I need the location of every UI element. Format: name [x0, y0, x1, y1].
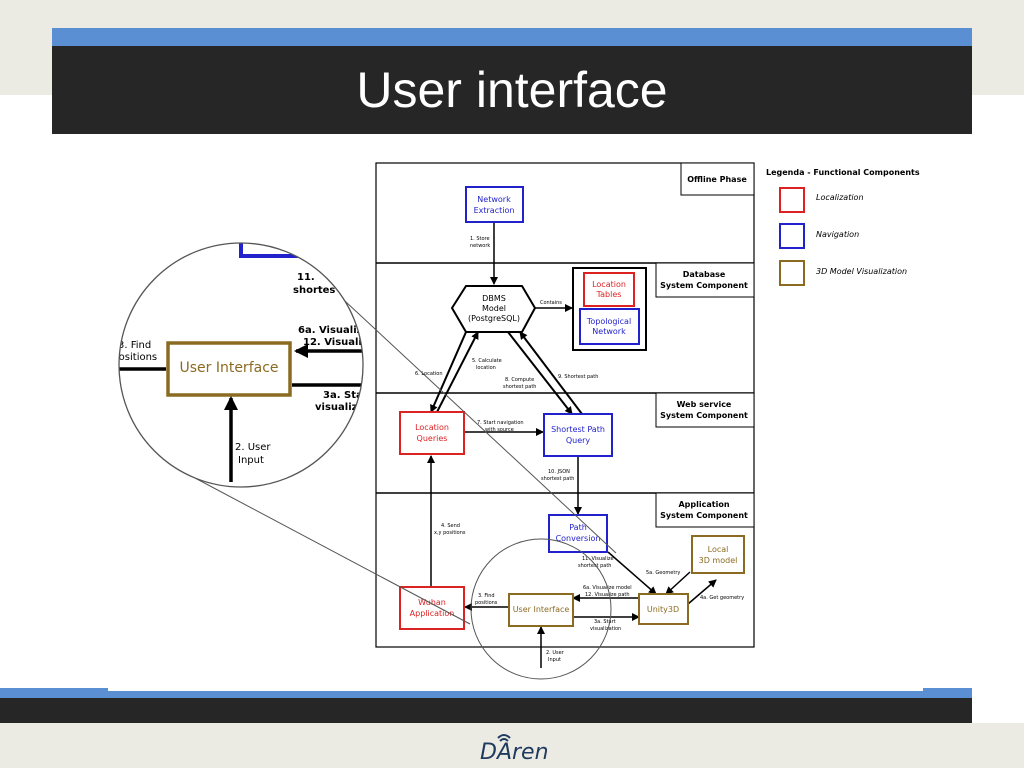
section-label-database-sub: System Component	[660, 281, 748, 290]
node-label: Unity3D	[647, 605, 679, 614]
footer-bar	[0, 698, 972, 723]
node-label: Location	[415, 423, 449, 432]
edge-label: 4. Send	[441, 523, 460, 529]
zoom-label: 12. Visualiz	[303, 337, 368, 348]
node-network-extraction	[465, 186, 524, 223]
edge-label: positions	[475, 600, 498, 606]
magnified-view: 11. shortes 6a. Visualiz 12. Visualiz 3.…	[113, 243, 368, 482]
edge-label: 5a. Geometry	[646, 570, 680, 576]
edge-label: 9. Shortest path	[558, 374, 598, 380]
edge-label: 2. User	[546, 650, 565, 656]
node-dbms-model	[450, 285, 537, 333]
legend-label-localization: Localization	[816, 193, 864, 202]
node-label: User Interface	[513, 605, 570, 614]
zoom-connector-line	[194, 477, 471, 625]
highlight-circle	[470, 538, 612, 680]
magnifier-circle	[118, 242, 364, 488]
edge-label: with source	[485, 427, 514, 433]
node-path-conversion	[548, 514, 608, 553]
node-label: Path	[569, 523, 587, 532]
legend-swatch-navigation	[779, 223, 805, 249]
node-label: Queries	[417, 434, 448, 443]
edge-label: shortest path	[578, 563, 611, 569]
edge-label: Input	[548, 657, 561, 663]
daren-logo: DAren	[480, 734, 549, 764]
edge-label: network	[470, 243, 490, 249]
edge-label: 8. Compute	[505, 377, 534, 383]
edge-label: 11. Visualize	[582, 556, 614, 562]
zoom-label: User Interface	[179, 360, 278, 376]
edge-label: 5. Calculate	[472, 358, 502, 364]
title-bar: User interface	[52, 46, 972, 134]
edge-label: 6. Location	[415, 371, 443, 377]
zoom-label: 3. Find	[118, 340, 151, 351]
legend-swatch-localization	[779, 187, 805, 213]
edge-label: 3a. Start	[594, 619, 616, 625]
zoom-label: Input	[238, 455, 264, 466]
edge-label: shortest path	[541, 476, 574, 482]
edge-label: 12. Visualize path	[585, 592, 630, 598]
legend-swatch-model	[779, 260, 805, 286]
node-label: Location	[592, 280, 626, 289]
zoom-label: 2. User	[235, 442, 271, 453]
zoom-label: visualiz	[315, 402, 358, 413]
edge-label: 10. JSON	[548, 469, 570, 475]
node-label: (PostgreSQL)	[468, 314, 520, 323]
legend-label-model: 3D Model Visualization	[816, 267, 907, 276]
node-topological-network	[579, 308, 640, 345]
section-label-database: Database	[683, 270, 726, 279]
node-user-interface	[508, 593, 574, 627]
node-location-queries	[399, 411, 465, 455]
node-label: Topological	[586, 317, 631, 326]
edge-label: 7. Start navigation	[477, 420, 524, 426]
node-label: Extraction	[474, 206, 515, 215]
legend-title: Legenda - Functional Components	[766, 168, 920, 177]
section-label-webservice: Web service	[677, 400, 732, 409]
zoom-label: 6a. Visualiz	[298, 325, 363, 336]
edge-label: Contains	[540, 300, 562, 306]
title-accent-bar	[52, 28, 972, 46]
node-label: Network	[477, 195, 511, 204]
node-wuhan-application	[399, 586, 465, 630]
zoom-label: shortes	[293, 285, 335, 296]
footer-accent-bar	[0, 688, 972, 698]
zoom-label: 11.	[297, 272, 315, 283]
edge-label: 6a. Visualize model	[583, 585, 632, 591]
edge-label: shortest path	[503, 384, 536, 390]
edge-label: visualization	[590, 626, 621, 632]
section-label-application: Application	[678, 500, 729, 509]
node-location-tables	[583, 272, 635, 307]
node-label: Local	[708, 545, 729, 554]
zoom-label: Positions	[113, 352, 157, 363]
edge-label: 3. Find	[478, 593, 495, 599]
node-label: DBMS	[482, 294, 506, 303]
bottom-background	[0, 723, 1024, 768]
edge-label: location	[476, 365, 496, 371]
edge-label: 1. Store	[470, 236, 490, 242]
node-label: Conversion	[556, 534, 601, 543]
node-label: Model	[482, 304, 506, 313]
zoom-connector-line	[317, 275, 617, 554]
node-label: Application	[410, 609, 455, 618]
node-shortest-path-query	[543, 413, 613, 457]
node-label: Query	[566, 436, 591, 445]
footer-divider	[108, 688, 923, 691]
node-label: Tables	[596, 290, 622, 299]
section-label-offline: Offline Phase	[687, 175, 747, 184]
node-label: 3D model	[699, 556, 738, 565]
node-label: Wuhan	[418, 598, 446, 607]
edge-label: 4a. Get geometry	[700, 595, 744, 601]
edge-label: x,y positions	[434, 530, 466, 536]
brand-text: DAren	[480, 740, 549, 764]
section-label-application-sub: System Component	[660, 511, 748, 520]
node-label: Shortest Path	[551, 425, 605, 434]
section-label-webservice-sub: System Component	[660, 411, 748, 420]
zoom-label: 3a. Star	[323, 390, 368, 401]
node-unity3d	[638, 593, 689, 625]
node-label: Network	[592, 327, 626, 336]
slide-title: User interface	[356, 62, 668, 118]
legend-label-navigation: Navigation	[816, 230, 859, 239]
node-local-3d-model	[691, 535, 745, 574]
